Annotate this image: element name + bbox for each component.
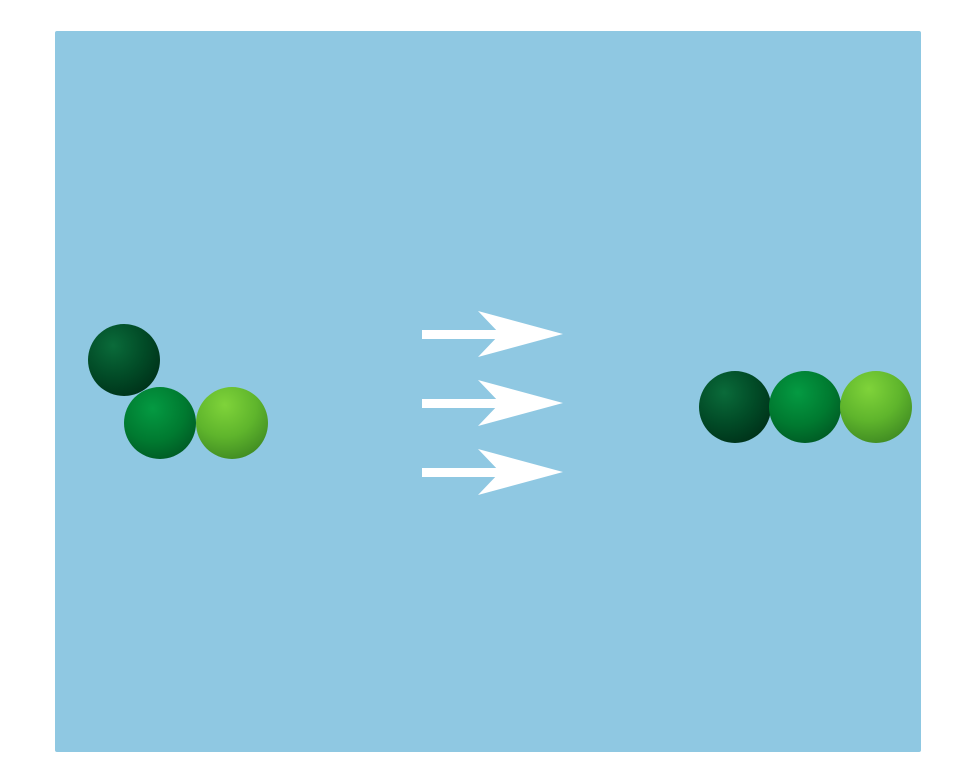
- before-sphere-dark: [88, 324, 160, 396]
- after-molecule: [699, 371, 912, 443]
- after-sphere-dark: [699, 371, 771, 443]
- before-sphere-mid: [124, 387, 196, 459]
- after-sphere-light: [840, 371, 912, 443]
- right-arrow-icon: [422, 380, 563, 426]
- before-molecule: [88, 324, 268, 459]
- before-sphere-light: [196, 387, 268, 459]
- right-arrow-icon: [422, 311, 563, 357]
- after-sphere-mid: [769, 371, 841, 443]
- transition-arrows: [422, 311, 563, 495]
- right-arrow-icon: [422, 449, 563, 495]
